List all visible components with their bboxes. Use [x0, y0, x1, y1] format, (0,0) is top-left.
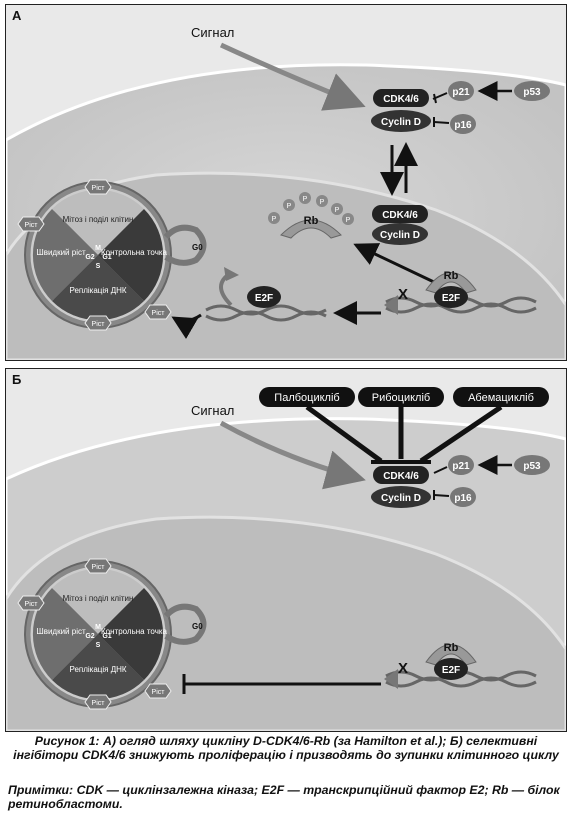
cdk-cyclin-complex-top: CDK4/6 Cyclin D	[371, 89, 431, 132]
rb-e2f-complex: Rb E2F X	[398, 270, 477, 308]
signal-arrow	[219, 420, 366, 490]
svg-text:p21: p21	[452, 87, 470, 98]
signal-label: Сигнал	[191, 403, 234, 418]
svg-text:Ріст: Ріст	[152, 688, 166, 696]
svg-text:p53: p53	[523, 461, 541, 472]
svg-text:G2: G2	[85, 633, 94, 640]
svg-text:G2: G2	[85, 254, 94, 261]
svg-text:S: S	[96, 642, 101, 649]
svg-text:CDK4/6: CDK4/6	[382, 210, 418, 221]
panel-a-letter: А	[12, 8, 22, 23]
phosphorylated-rb: Rb P P P P P P	[268, 192, 354, 239]
svg-text:Rb: Rb	[444, 642, 459, 654]
cyclin-d-ellipse	[371, 110, 431, 132]
panel-b-letter: Б	[12, 372, 22, 387]
free-e2f: E2F	[247, 286, 281, 308]
svg-text:Швидкий ріст: Швидкий ріст	[36, 248, 86, 257]
arrow-to-prb	[353, 243, 437, 285]
cdk-cyclin-complex: CDK4/6 Cyclin D	[371, 466, 431, 508]
svg-text:Ріст: Ріст	[92, 320, 106, 328]
svg-text:Палбоцикліб: Палбоцикліб	[274, 392, 339, 404]
svg-text:Реплікація ДНК: Реплікація ДНК	[69, 665, 126, 674]
inhibitor-p16: p16	[433, 487, 476, 507]
panel-a-diagram: Сигнал CDK4/6 Cyclin D p21 p16 p53	[6, 25, 566, 360]
svg-text:X: X	[398, 660, 408, 677]
g0-loop: G0	[163, 224, 207, 266]
g0-loop: G0	[163, 603, 207, 645]
svg-text:p21: p21	[452, 461, 470, 472]
svg-text:Ріст: Ріст	[25, 221, 39, 229]
sector-checkpoint	[98, 209, 164, 301]
svg-text:p16: p16	[454, 120, 472, 131]
signal-label: Сигнал	[191, 25, 234, 40]
svg-text:Абемацикліб: Абемацикліб	[468, 392, 534, 404]
inhibitor-p21: p21	[432, 81, 474, 104]
svg-text:Ріст: Ріст	[92, 184, 106, 192]
svg-text:M: M	[95, 624, 101, 631]
p53-node: p53	[477, 455, 550, 475]
svg-text:P: P	[287, 203, 292, 210]
svg-text:P: P	[272, 216, 277, 223]
inhibitor-p16: p16	[433, 114, 476, 134]
panel-b-diagram: Палбоцикліб Рибоцикліб Абемацикліб Сигна…	[6, 387, 566, 731]
svg-text:Контрольна точка: Контрольна точка	[101, 248, 168, 257]
svg-text:Швидкий ріст: Швидкий ріст	[36, 627, 86, 636]
svg-text:P: P	[335, 207, 340, 214]
cdk46-pill	[373, 89, 429, 107]
svg-text:p16: p16	[454, 493, 472, 504]
sector-fast-growth	[32, 209, 98, 301]
svg-text:G1: G1	[102, 254, 111, 261]
svg-text:M: M	[95, 245, 101, 252]
p53-node: p53	[477, 81, 550, 101]
svg-text:G1: G1	[102, 633, 111, 640]
svg-text:Ріст: Ріст	[92, 699, 106, 707]
svg-text:G0: G0	[192, 243, 203, 252]
sector-replication	[52, 255, 144, 321]
cdk-cyclin-complex-bottom: CDK4/6 Cyclin D	[372, 205, 428, 245]
signal-arrow	[219, 42, 366, 111]
svg-text:Cyclin D: Cyclin D	[380, 230, 420, 241]
svg-text:Ріст: Ріст	[25, 600, 39, 608]
svg-text:Ріст: Ріст	[92, 563, 106, 571]
svg-text:P: P	[320, 199, 325, 206]
svg-text:Реплікація ДНК: Реплікація ДНК	[69, 286, 126, 295]
svg-text:X: X	[398, 286, 408, 303]
svg-text:P: P	[303, 196, 308, 203]
figure-caption: Рисунок 1: А) огляд шляху циклiну D-CDK4…	[13, 734, 559, 762]
svg-text:E2F: E2F	[442, 665, 460, 676]
figure-note: Примiтки: CDK — циклiнзалежна кiназа; E2…	[8, 783, 560, 811]
svg-text:E2F: E2F	[255, 293, 273, 304]
svg-text:CDK4/6: CDK4/6	[383, 471, 419, 482]
svg-text:E2F: E2F	[442, 293, 460, 304]
svg-text:Rb: Rb	[304, 215, 319, 227]
arrow-to-cycle	[171, 313, 202, 339]
cdk46-label: CDK4/6	[383, 94, 419, 105]
cell-cycle-wheel: Мітоз і поділ клітин Контрольна точка Ре…	[17, 558, 172, 710]
svg-text:Cyclin D: Cyclin D	[381, 493, 421, 504]
dna-strand-left	[205, 267, 327, 322]
drug-abemaciclib: Абемацикліб	[419, 387, 549, 464]
drug-ribociclib: Рибоцикліб	[358, 387, 444, 459]
panel-b: Б Палбоцикліб Рибоцикліб Абемацикліб Сиг…	[5, 368, 567, 732]
svg-text:Мітоз і поділ клітин: Мітоз і поділ клітин	[63, 594, 134, 603]
inhibitor-p21: p21	[433, 455, 474, 475]
cyclin-d-label: Cyclin D	[381, 117, 421, 128]
svg-text:Контрольна точка: Контрольна точка	[101, 627, 168, 636]
svg-text:Мітоз і поділ клітин: Мітоз і поділ клітин	[63, 215, 134, 224]
svg-text:Рибоцикліб: Рибоцикліб	[372, 392, 430, 404]
sector-mitosis	[52, 189, 144, 255]
cell-cycle-wheel: Мітоз і поділ клітин Контрольна точка Ре…	[17, 179, 172, 331]
svg-text:p53: p53	[523, 87, 541, 98]
drug-palbociclib: Палбоцикліб	[259, 387, 383, 464]
svg-text:G0: G0	[192, 622, 203, 631]
svg-text:P: P	[346, 217, 351, 224]
svg-text:Ріст: Ріст	[152, 309, 166, 317]
panel-a: А Сигнал CDK4/6 Cyclin D p21	[5, 4, 567, 361]
rb-e2f-complex: Rb E2F X	[398, 642, 477, 680]
svg-text:S: S	[96, 263, 101, 270]
svg-text:Rb: Rb	[444, 270, 459, 282]
